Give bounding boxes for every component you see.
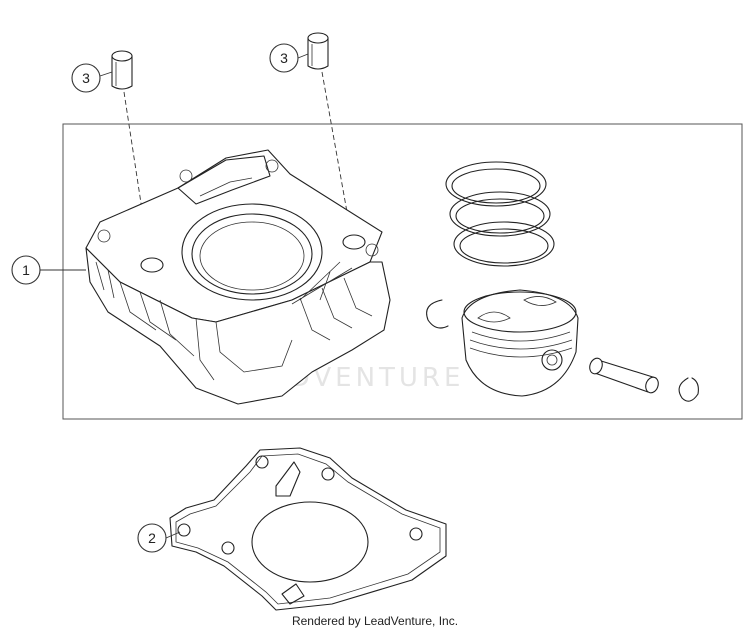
footer-credit: Rendered by LeadVenture, Inc. bbox=[291, 614, 459, 628]
dowel-guide-left bbox=[123, 91, 151, 263]
callout-1[interactable]: 1 bbox=[11, 255, 86, 285]
dowel-pin-right[interactable] bbox=[307, 32, 329, 70]
callout-2[interactable]: 2 bbox=[137, 523, 181, 553]
cylinder-base-gasket[interactable] bbox=[169, 447, 447, 611]
circlip-right[interactable] bbox=[678, 377, 699, 402]
callout-3-left[interactable]: 3 bbox=[71, 63, 113, 93]
callout-label: 3 bbox=[280, 50, 288, 66]
dowel-pin-left[interactable] bbox=[111, 50, 133, 90]
piston-rings[interactable] bbox=[445, 161, 555, 267]
callout-label: 1 bbox=[22, 262, 30, 278]
dowel-guide-right bbox=[321, 71, 353, 241]
piston[interactable] bbox=[461, 289, 579, 397]
callout-label: 2 bbox=[148, 530, 156, 546]
assembly-frame bbox=[62, 123, 743, 420]
piston-pin[interactable] bbox=[588, 356, 661, 394]
circlip-left[interactable] bbox=[426, 299, 449, 329]
callout-3-right[interactable]: 3 bbox=[269, 43, 309, 73]
callout-label: 3 bbox=[82, 70, 90, 86]
cylinder-block[interactable] bbox=[85, 149, 391, 405]
